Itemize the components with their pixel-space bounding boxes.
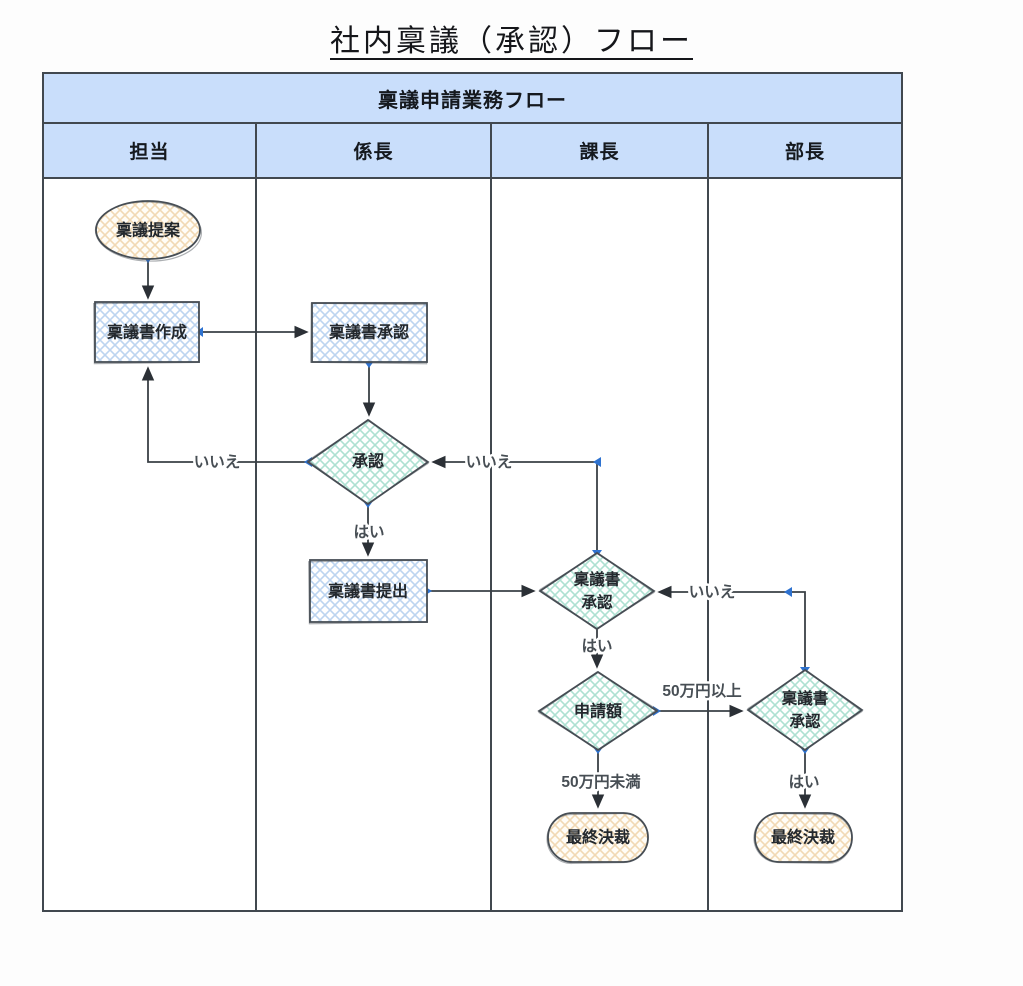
lane-header-kakaricho: 係長 bbox=[257, 124, 492, 177]
node-create: 稟議書作成 bbox=[93, 301, 200, 365]
node-kakaricho-decision-label: 承認 bbox=[352, 452, 384, 471]
node-kakaricho-approve: 稟議書承認 bbox=[310, 302, 428, 365]
node-kacho-decision-label-line2: 承認 bbox=[581, 593, 613, 612]
connection-marker bbox=[784, 587, 792, 597]
edge-label-kakaricho-no: いいえ bbox=[194, 453, 241, 471]
node-kakaricho-decision: 承認 bbox=[306, 418, 430, 506]
lane-header-row: 担当 係長 課長 部長 bbox=[44, 124, 901, 179]
node-bucho-decision: 稟議書 承認 bbox=[746, 668, 864, 752]
edge-bucho-no-to-kacho-decision bbox=[657, 585, 806, 670]
edge-kakaricho-no-to-create bbox=[141, 366, 308, 463]
node-bucho-decision-label-line2: 承認 bbox=[789, 712, 821, 731]
edges bbox=[141, 259, 812, 809]
node-bucho-end-label: 最終決裁 bbox=[771, 828, 835, 847]
swimlane-table-header: 稟議申請業務フロー bbox=[44, 74, 901, 124]
edge-label-amount-over: 50万円以上 bbox=[662, 682, 742, 700]
edge-label-amount-under: 50万円未満 bbox=[561, 772, 641, 791]
node-kacho-decision: 稟議書 承認 bbox=[538, 551, 656, 631]
nodes: 稟議提案 稟議書作成 稟議書承認 承認 稟議書提出 bbox=[93, 200, 864, 865]
node-kakaricho-approve-label: 稟議書承認 bbox=[329, 323, 409, 342]
node-amount-decision: 申請額 bbox=[537, 670, 659, 752]
edge-kacho-no-to-kakaricho-decision bbox=[431, 455, 598, 553]
node-bucho-end: 最終決裁 bbox=[753, 812, 853, 865]
lane-divider-3 bbox=[707, 179, 709, 910]
connection-marker bbox=[593, 457, 601, 467]
lane-header-bucho: 部長 bbox=[709, 124, 901, 177]
swimlane-body bbox=[44, 179, 901, 910]
edge-label-kacho-no: いいえ bbox=[466, 453, 513, 471]
connection-markers bbox=[143, 256, 810, 754]
edge-labels: いいえ はい いいえ はい 50万円以上 50万円未満 いいえ はい bbox=[191, 451, 822, 794]
node-submit-label: 稟議書提出 bbox=[328, 582, 408, 601]
lane-divider-1 bbox=[255, 179, 257, 910]
node-kacho-decision-label-line1: 稟議書 bbox=[574, 570, 621, 589]
node-start-label: 稟議提案 bbox=[116, 221, 181, 240]
swimlane-table-title: 稟議申請業務フロー bbox=[378, 89, 567, 112]
lane-header-tanto: 担当 bbox=[44, 124, 257, 177]
edge-label-kakaricho-yes: はい bbox=[353, 524, 384, 541]
lane-divider-2 bbox=[490, 179, 492, 910]
node-kacho-end: 最終決裁 bbox=[546, 812, 649, 865]
node-kacho-end-label: 最終決裁 bbox=[566, 828, 630, 847]
page-title: 社内稟議（承認）フロー bbox=[330, 25, 693, 58]
edge-label-bucho-no: いいえ bbox=[689, 583, 736, 601]
node-create-label: 稟議書作成 bbox=[107, 323, 187, 342]
edge-label-kacho-yes: はい bbox=[581, 638, 612, 655]
lane-header-kacho: 課長 bbox=[492, 124, 709, 177]
node-submit: 稟議書提出 bbox=[308, 559, 428, 625]
node-bucho-decision-label-line1: 稟議書 bbox=[782, 689, 829, 708]
node-start: 稟議提案 bbox=[94, 200, 203, 262]
node-amount-decision-label: 申請額 bbox=[574, 702, 622, 721]
edge-label-bucho-yes: はい bbox=[788, 774, 819, 791]
